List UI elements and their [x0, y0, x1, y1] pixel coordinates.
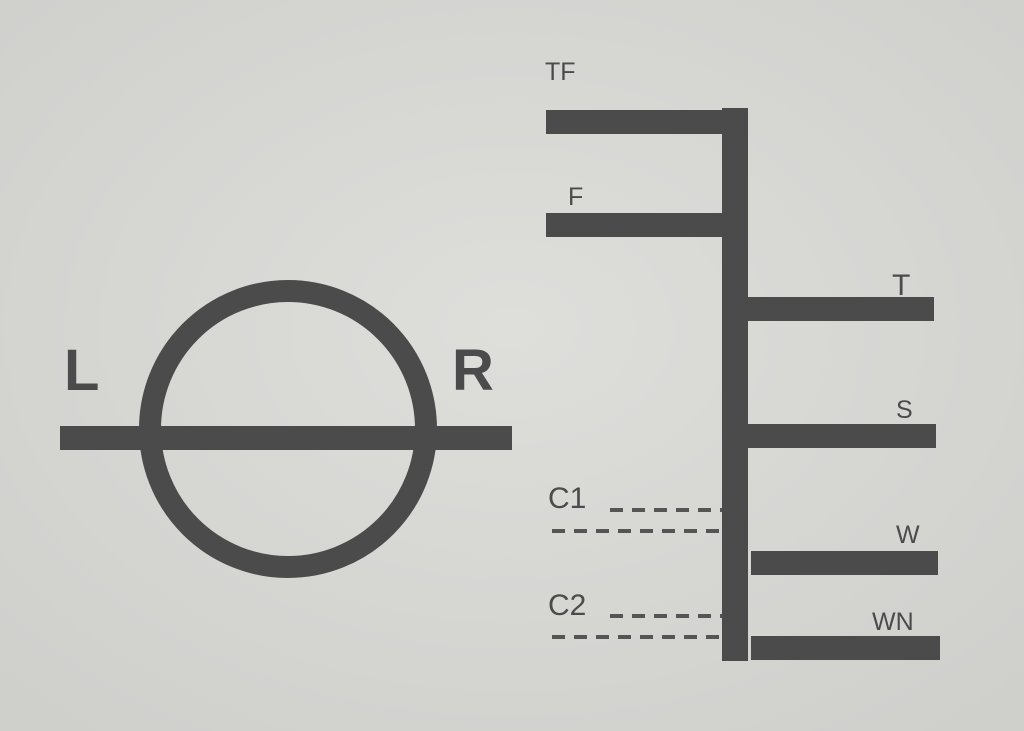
line-w — [751, 551, 938, 575]
mark-c1: C1 — [548, 482, 722, 533]
label-c2: C2 — [548, 589, 586, 622]
label-f: F — [568, 183, 583, 211]
label-c1: C1 — [548, 482, 586, 515]
mark-c2: C2 — [548, 589, 722, 639]
label-w: W — [896, 521, 920, 549]
label-s: S — [896, 396, 913, 424]
label-t: T — [892, 269, 910, 302]
vertical-line — [722, 108, 748, 661]
plimsoll-disc: L R — [60, 280, 512, 578]
line-f — [546, 213, 726, 237]
line-wn — [751, 636, 940, 660]
load-line-marks: TF F T S W WN C1 C2 — [545, 58, 940, 661]
line-tf — [546, 110, 736, 134]
label-tf: TF — [545, 58, 576, 86]
label-r: R — [452, 338, 494, 403]
line-s — [748, 424, 936, 448]
disc-horizontal-line — [60, 426, 512, 450]
label-wn: WN — [872, 608, 914, 636]
label-l: L — [64, 338, 99, 403]
line-t — [746, 297, 934, 321]
